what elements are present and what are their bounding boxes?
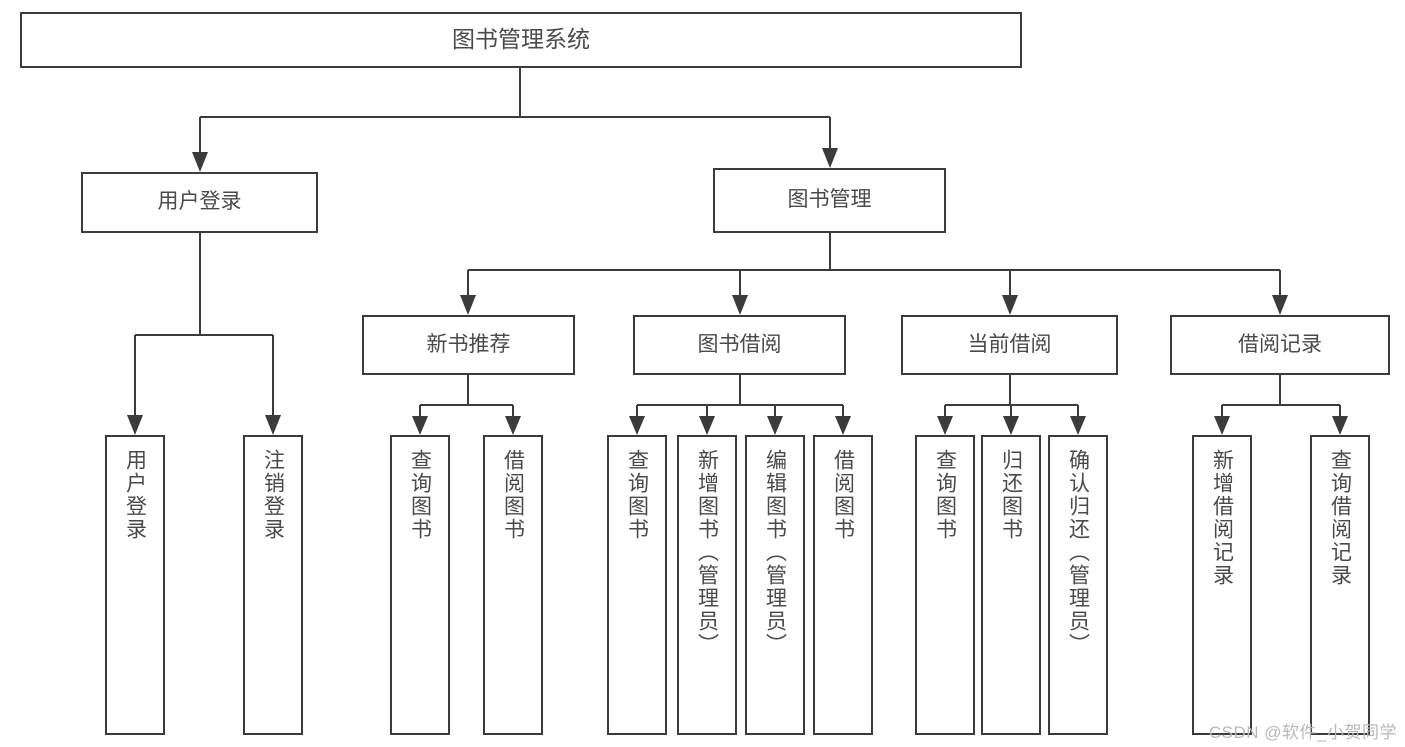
node-label: 确认归还（管理员）	[1066, 449, 1090, 656]
node-label: 借阅图书	[501, 449, 525, 541]
node-label: 图书管理系统	[452, 26, 590, 53]
leaf-book-borrow-borrow[interactable]: 借阅图书	[813, 435, 873, 735]
node-label: 查询图书	[625, 449, 649, 541]
node-label: 图书管理	[787, 188, 872, 212]
leaf-current-borrow-query[interactable]: 查询图书	[915, 435, 975, 735]
node-label: 归还图书	[999, 449, 1023, 541]
leaf-borrow-record-query[interactable]: 查询借阅记录	[1310, 435, 1370, 735]
node-label: 查询图书	[933, 449, 957, 541]
leaf-book-borrow-edit[interactable]: 编辑图书（管理员）	[745, 435, 805, 735]
connector-root-to-level2	[192, 68, 838, 172]
node-new-book-recommend[interactable]: 新书推荐	[362, 315, 575, 375]
leaf-borrow-record-add[interactable]: 新增借阅记录	[1192, 435, 1252, 735]
node-label: 用户登录	[123, 449, 147, 541]
node-root-system[interactable]: 图书管理系统	[20, 12, 1022, 68]
node-label: 新书推荐	[426, 332, 511, 356]
leaf-user-login-login[interactable]: 用户登录	[105, 435, 165, 735]
node-borrow-record[interactable]: 借阅记录	[1170, 315, 1390, 375]
connector-userlogin-to-leaves	[127, 233, 281, 435]
leaf-current-borrow-return[interactable]: 归还图书	[981, 435, 1041, 735]
node-label: 借阅图书	[831, 449, 855, 541]
connector-bookborrow-to-leaves	[629, 375, 851, 435]
leaf-book-borrow-query[interactable]: 查询图书	[607, 435, 667, 735]
node-label: 新增借阅记录	[1210, 449, 1234, 587]
node-label: 查询借阅记录	[1328, 449, 1352, 587]
node-book-management[interactable]: 图书管理	[713, 168, 946, 233]
connector-borrowrecord-to-leaves	[1214, 375, 1348, 435]
node-label: 编辑图书（管理员）	[763, 449, 787, 656]
connector-newbook-to-leaves	[412, 375, 521, 435]
csdn-watermark: CSDN @软件_小贺同学	[1208, 723, 1397, 742]
node-label: 图书借阅	[697, 332, 782, 356]
node-label: 新增图书（管理员）	[695, 449, 719, 656]
leaf-current-borrow-confirm-return[interactable]: 确认归还（管理员）	[1048, 435, 1108, 735]
node-label: 借阅记录	[1238, 332, 1322, 356]
connector-currentborrow-to-leaves	[937, 375, 1086, 435]
node-user-login[interactable]: 用户登录	[81, 172, 318, 233]
node-book-borrow[interactable]: 图书借阅	[633, 315, 846, 375]
leaf-new-book-query[interactable]: 查询图书	[390, 435, 450, 735]
node-label: 查询图书	[408, 449, 432, 541]
leaf-user-login-logout[interactable]: 注销登录	[243, 435, 303, 735]
node-label: 用户登录	[157, 190, 242, 214]
node-current-borrow[interactable]: 当前借阅	[901, 315, 1118, 375]
node-label: 注销登录	[261, 449, 285, 541]
leaf-new-book-borrow[interactable]: 借阅图书	[483, 435, 543, 735]
leaf-book-borrow-add[interactable]: 新增图书（管理员）	[677, 435, 737, 735]
node-label: 当前借阅	[967, 332, 1052, 356]
connector-bookmgmt-to-level3	[460, 233, 1288, 315]
